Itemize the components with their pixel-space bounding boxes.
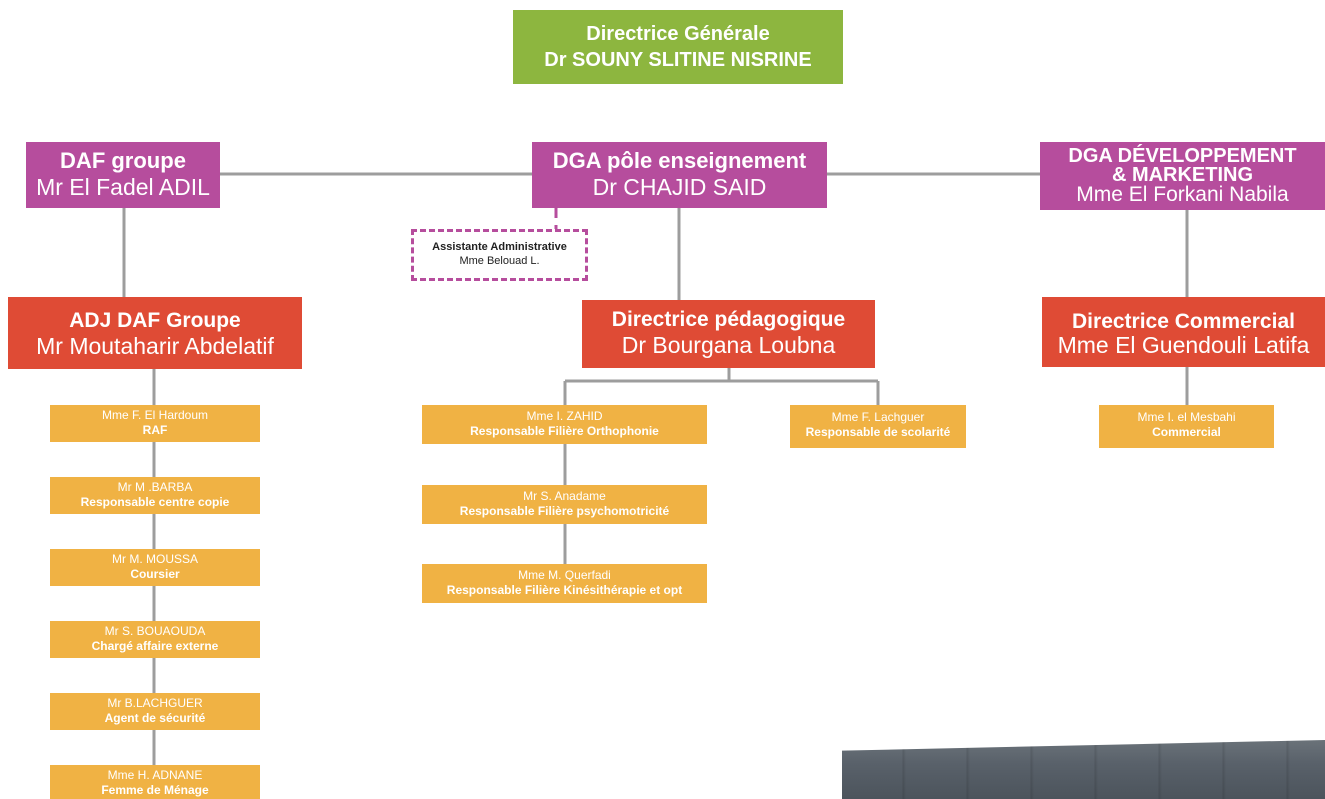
director-general-title: Directrice Générale bbox=[586, 23, 770, 45]
peda-staff-item: Mr S. Anadame Responsable Filière psycho… bbox=[422, 485, 707, 524]
assistant-name: Mme Belouad L. bbox=[459, 255, 540, 267]
peda-staff-item: Mme I. ZAHID Responsable Filière Orthoph… bbox=[422, 405, 707, 444]
assistant-box: Assistante Administrative Mme Belouad L. bbox=[411, 229, 588, 281]
daf-groupe-title: DAF groupe bbox=[60, 148, 186, 173]
dir-commercial-name: Mme El Guendouli Latifa bbox=[1057, 332, 1310, 358]
dga-enseignement-box: DGA pôle enseignement Dr CHAJID SAID bbox=[532, 142, 827, 208]
dir-pedagogique-name: Dr Bourgana Loubna bbox=[621, 332, 836, 358]
dir-commercial-title: Directrice Commercial bbox=[1072, 310, 1295, 333]
commercial-staff-box: Mme I. el Mesbahi Commercial bbox=[1099, 405, 1274, 448]
adj-daf-title: ADJ DAF Groupe bbox=[69, 309, 241, 332]
daf-staff-item: Mr S. BOUAOUDA Chargé affaire externe bbox=[50, 621, 260, 658]
adj-daf-name: Mr Moutaharir Abdelatif bbox=[36, 333, 274, 359]
dga-marketing-title-line2: & MARKETING bbox=[1111, 164, 1254, 186]
dga-marketing-name: Mme El Forkani Nabila bbox=[1076, 183, 1289, 206]
daf-groupe-box: DAF groupe Mr El Fadel ADIL bbox=[26, 142, 220, 208]
dga-enseignement-title: DGA pôle enseignement bbox=[552, 148, 807, 173]
daf-groupe-name: Mr El Fadel ADIL bbox=[36, 174, 210, 200]
building-photo-texture bbox=[842, 740, 1325, 799]
daf-staff-item: Mr M .BARBA Responsable centre copie bbox=[50, 477, 260, 514]
building-photo-image bbox=[842, 740, 1325, 799]
dga-marketing-box: DGA DÉVELOPPEMENT & MARKETING Mme El For… bbox=[1040, 142, 1325, 210]
dir-commercial-box: Directrice Commercial Mme El Guendouli L… bbox=[1042, 297, 1325, 367]
dir-pedagogique-box: Directrice pédagogique Dr Bourgana Loubn… bbox=[582, 300, 875, 368]
director-general-box: Directrice Générale Dr SOUNY SLITINE NIS… bbox=[513, 10, 843, 84]
dga-marketing-title-line1: DGA DÉVELOPPEMENT bbox=[1068, 145, 1297, 167]
assistant-title: Assistante Administrative bbox=[432, 241, 567, 253]
daf-staff-item: Mme H. ADNANE Femme de Ménage bbox=[50, 765, 260, 799]
scolarite-box: Mme F. Lachguer Responsable de scolarité bbox=[790, 405, 966, 448]
director-general-name: Dr SOUNY SLITINE NISRINE bbox=[544, 49, 812, 71]
daf-staff-item: Mr M. MOUSSA Coursier bbox=[50, 549, 260, 586]
daf-staff-item: Mr B.LACHGUER Agent de sécurité bbox=[50, 693, 260, 730]
daf-staff-item: Mme F. El Hardoum RAF bbox=[50, 405, 260, 442]
dga-enseignement-name: Dr CHAJID SAID bbox=[592, 174, 767, 200]
dir-pedagogique-title: Directrice pédagogique bbox=[611, 308, 846, 331]
peda-staff-item: Mme M. Querfadi Responsable Filière Kiné… bbox=[422, 564, 707, 603]
adj-daf-box: ADJ DAF Groupe Mr Moutaharir Abdelatif bbox=[8, 297, 302, 369]
